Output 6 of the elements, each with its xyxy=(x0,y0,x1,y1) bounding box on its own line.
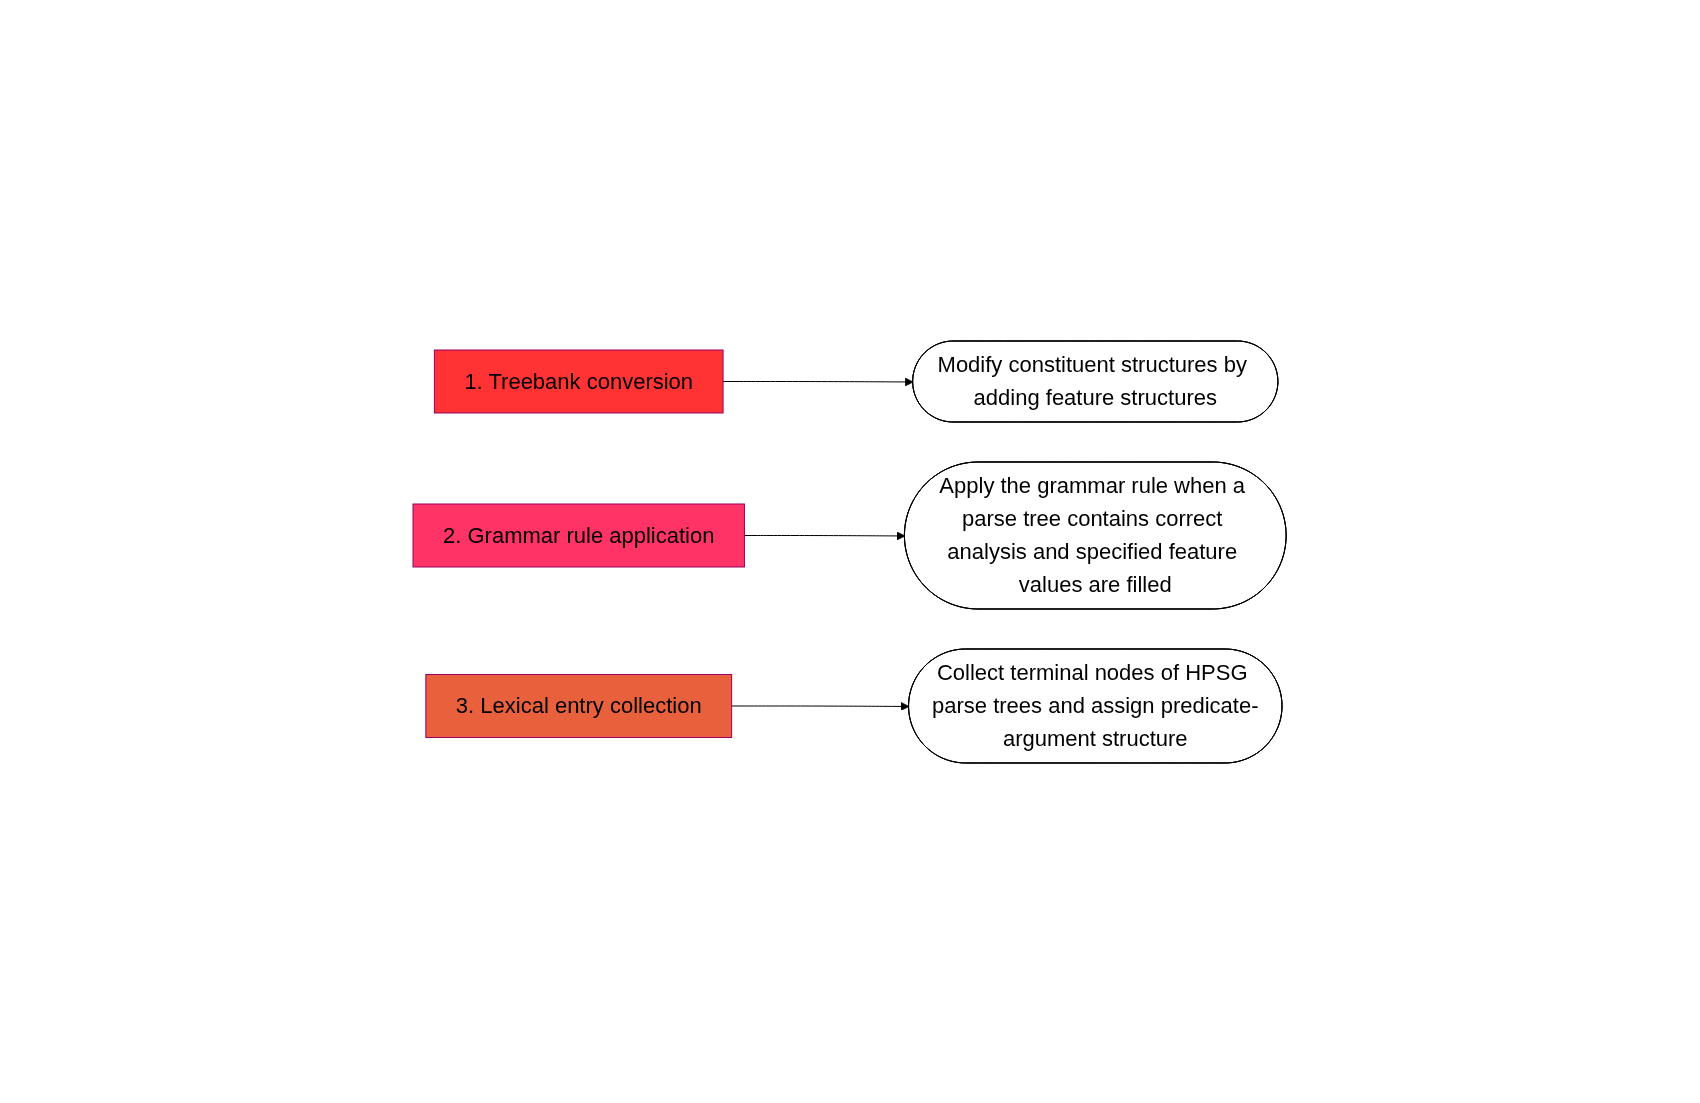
node-box: 2. Grammar rule application xyxy=(412,503,746,567)
arrow xyxy=(723,377,914,386)
arrow xyxy=(744,531,906,540)
node-box: 1. Treebank conversion xyxy=(434,349,724,413)
node-box: 3. Lexical entry collection xyxy=(425,673,733,738)
arrow xyxy=(731,701,910,711)
